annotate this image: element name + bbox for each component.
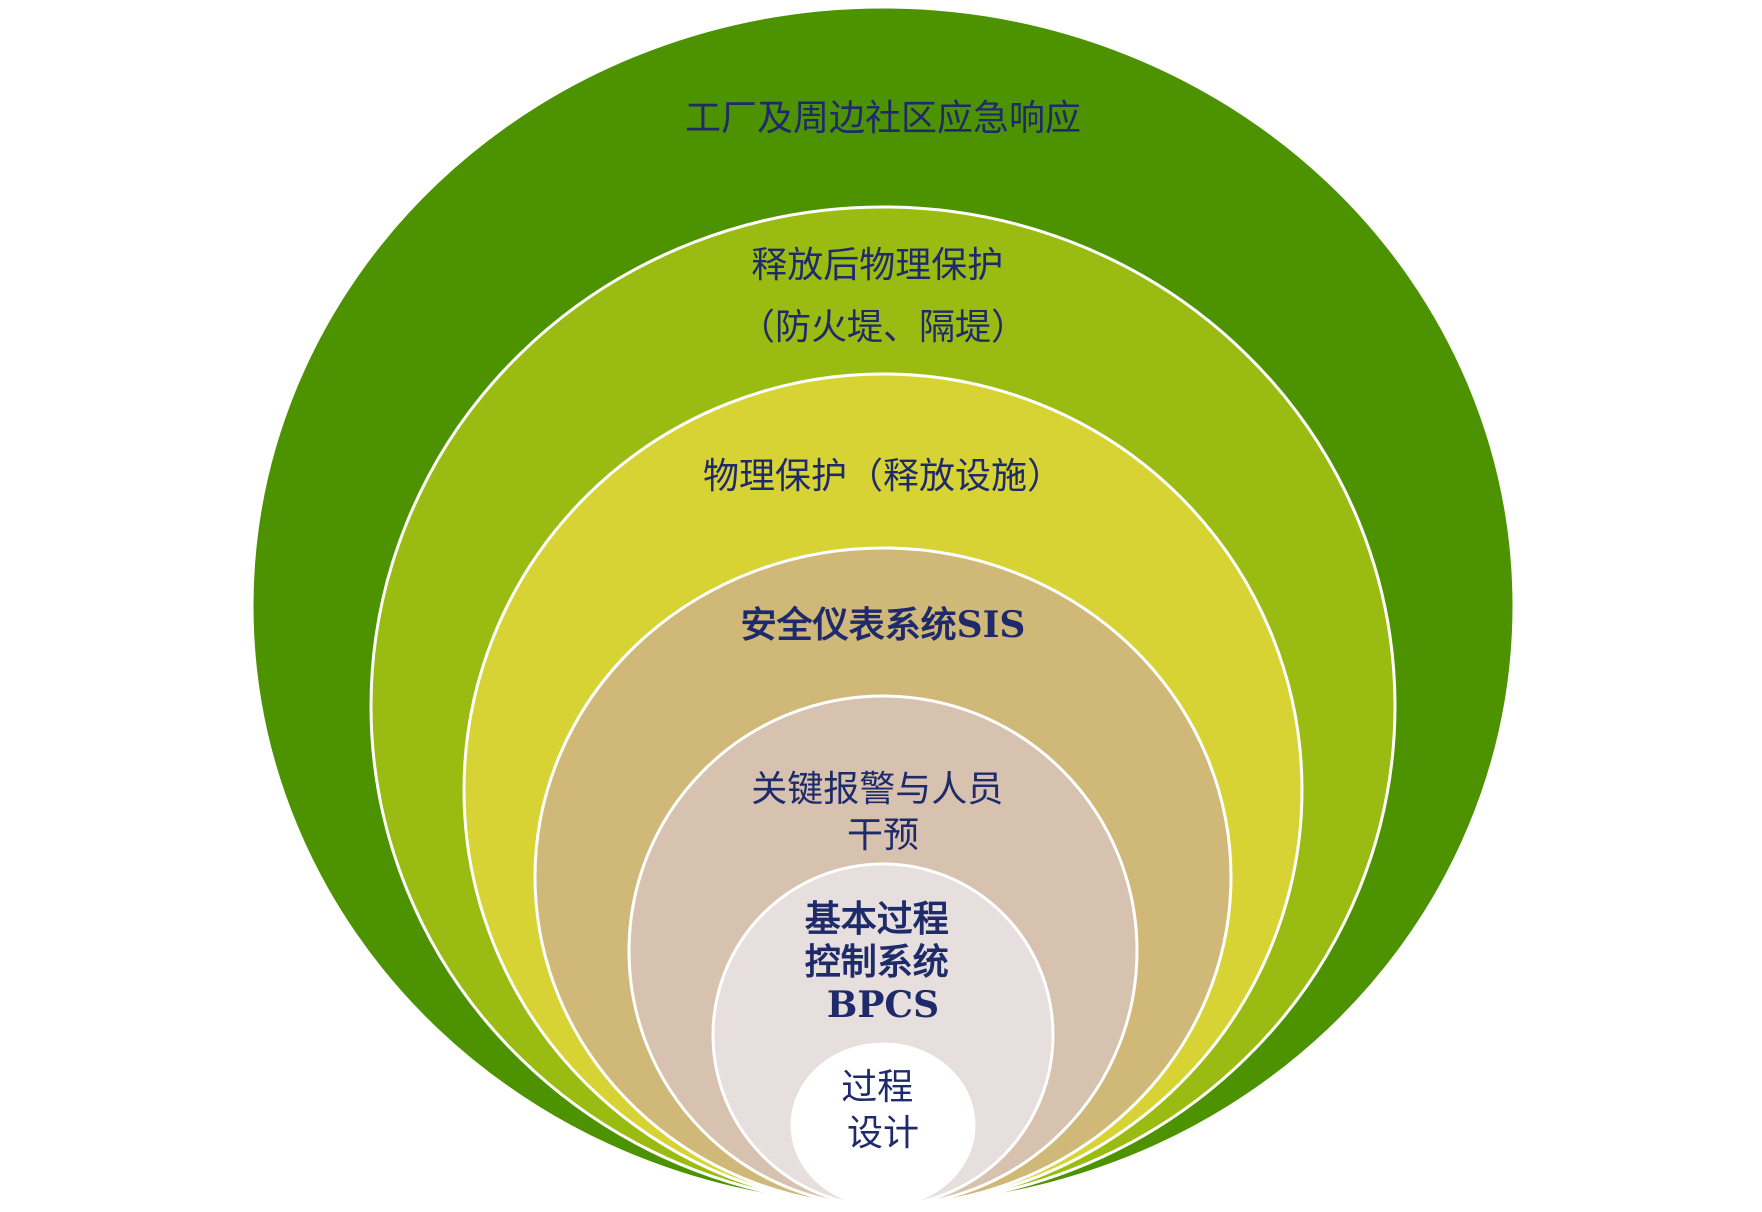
label-line: 工厂及周边社区应急响应 bbox=[685, 98, 1081, 139]
label-line: （防火堤、隔堤） bbox=[739, 307, 1027, 348]
label-physical-protection: 物理保护（释放设施） bbox=[703, 456, 1063, 497]
label-line: 设计 bbox=[847, 1113, 919, 1154]
label-bpcs: 基本过程 控制系统 BPCS bbox=[805, 898, 962, 1026]
label-sis: 安全仪表系统SIS bbox=[741, 604, 1026, 646]
ellipse-process-design bbox=[790, 1042, 976, 1208]
label-line: 干预 bbox=[847, 815, 919, 856]
label-emergency-response: 工厂及周边社区应急响应 bbox=[685, 98, 1081, 139]
label-line: 过程 bbox=[841, 1067, 913, 1108]
label-line: 基本过程 bbox=[805, 898, 949, 940]
label-line: 释放后物理保护 bbox=[751, 245, 1003, 286]
label-process-design: 过程 设计 bbox=[841, 1067, 924, 1154]
layer-process-design: 过程 设计 bbox=[790, 1042, 976, 1208]
label-line: 控制系统 bbox=[805, 941, 949, 983]
label-alarms-intervention: 关键报警与人员 干预 bbox=[751, 769, 1014, 856]
label-line: 物理保护（释放设施） bbox=[703, 456, 1063, 497]
label-line: 关键报警与人员 bbox=[751, 769, 1003, 810]
label-line: 安全仪表系统SIS bbox=[741, 604, 1026, 646]
label-post-release-protection: 释放后物理保护 （防火堤、隔堤） bbox=[739, 245, 1027, 348]
label-line: BPCS bbox=[827, 984, 939, 1026]
